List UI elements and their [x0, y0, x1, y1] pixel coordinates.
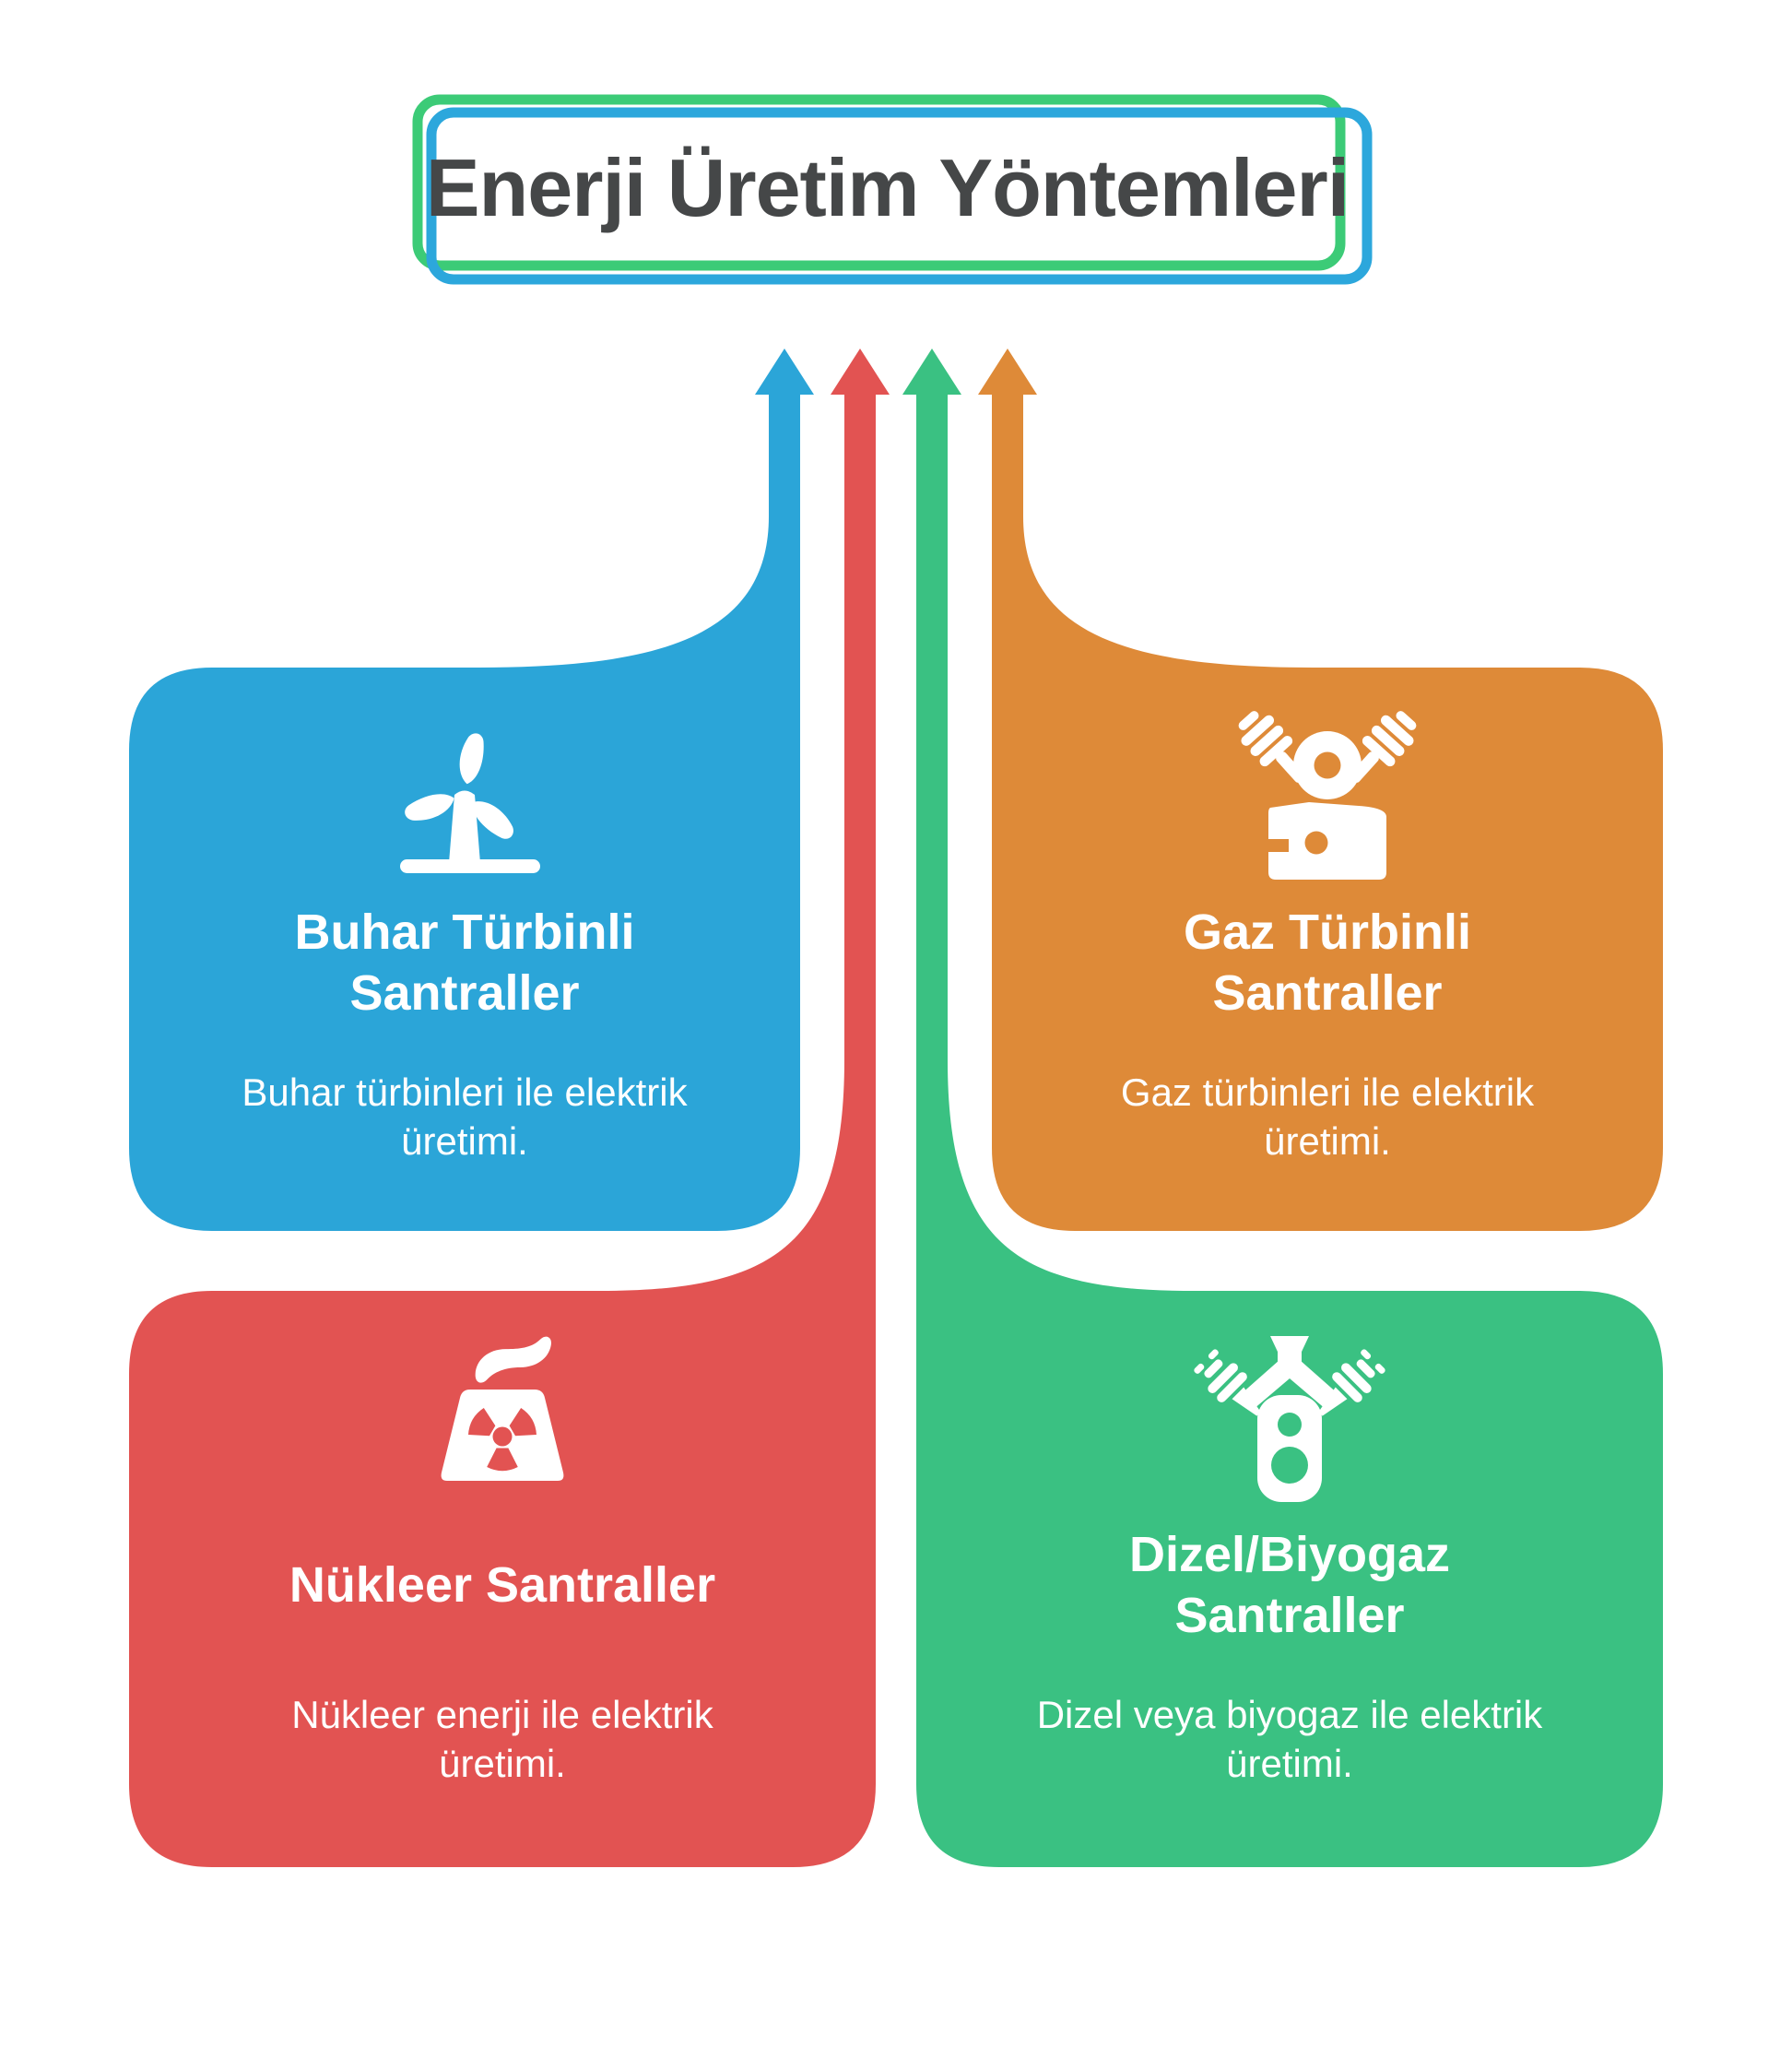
title-border-green	[412, 94, 1346, 271]
nuclear-card-arrow-shape	[129, 349, 890, 1867]
description-line: üretimi.	[1226, 1742, 1353, 1785]
title-line: Santraller	[349, 965, 580, 1021]
title-line: Nükleer Santraller	[289, 1557, 716, 1613]
description-line: Dizel veya biyogaz ile elektrik	[1036, 1693, 1543, 1736]
description-line: üretimi.	[401, 1119, 528, 1163]
description-line: üretimi.	[439, 1742, 566, 1785]
description-line: Gaz türbinleri ile elektrik	[1120, 1070, 1535, 1114]
diesel-engine-icon	[1194, 1336, 1385, 1502]
steam-card-title: Buhar Türbinli Santraller	[129, 902, 800, 1023]
title-line: Dizel/Biyogaz	[1128, 1527, 1451, 1582]
diesel-card-description: Dizel veya biyogaz ile elektrik üretimi.	[916, 1690, 1663, 1788]
title-line: Santraller	[1174, 1588, 1405, 1643]
diesel-card-arrow-shape	[902, 349, 1663, 1867]
gas-card-description: Gaz türbinleri ile elektrik üretimi.	[992, 1068, 1663, 1165]
title-border-blue	[426, 107, 1373, 285]
title-line: Santraller	[1212, 965, 1443, 1021]
title-line: Buhar Türbinli	[294, 905, 635, 960]
wind-turbine-icon	[400, 733, 540, 873]
gas-engine-icon	[1238, 711, 1417, 880]
title-box-fill	[444, 125, 1330, 251]
steam-card-arrow-shape	[129, 349, 814, 1231]
nuclear-card-description: Nükleer enerji ile elektrik üretimi.	[129, 1690, 876, 1788]
description-line: Nükleer enerji ile elektrik	[291, 1693, 713, 1736]
page-title: Enerji Üretim Yöntemleri	[425, 142, 1350, 233]
description-line: üretimi.	[1264, 1119, 1391, 1163]
gas-card-title: Gaz Türbinli Santraller	[992, 902, 1663, 1023]
steam-card-description: Buhar türbinleri ile elektrik üretimi.	[129, 1068, 800, 1165]
diesel-card-title: Dizel/Biyogaz Santraller	[916, 1524, 1663, 1646]
nuclear-card-title: Nükleer Santraller	[129, 1555, 876, 1615]
nuclear-plant-icon	[441, 1336, 564, 1481]
title-line: Gaz Türbinli	[1183, 905, 1471, 960]
description-line: Buhar türbinleri ile elektrik	[242, 1070, 688, 1114]
